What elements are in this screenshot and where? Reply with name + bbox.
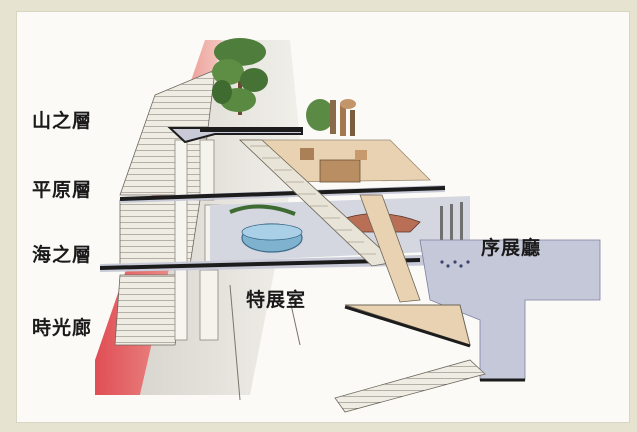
outline: [289, 299, 301, 346]
slab-edge: [119, 186, 446, 201]
label-mountain-floor: 山之層: [32, 110, 93, 132]
label-time-corridor: 時光廊: [32, 317, 93, 339]
plains-exhibit-displays: [300, 148, 367, 183]
label-special-exhibition: 特展室: [246, 289, 307, 311]
slab-edge: [344, 305, 471, 348]
prologue-hall-dots: [440, 260, 470, 268]
outline: [229, 284, 241, 401]
staircase-lower: [114, 274, 186, 346]
entrance-staircase: [334, 359, 486, 413]
label-sea-floor: 海之層: [32, 244, 93, 266]
label-prologue-hall: 序展廳: [481, 237, 542, 259]
rooftop-trees: [212, 38, 268, 115]
mountain-floor-plants: [306, 99, 356, 136]
label-plains-floor: 平原層: [32, 179, 93, 201]
column: [199, 139, 215, 201]
column: [174, 139, 188, 341]
connector-ramp: [359, 194, 421, 303]
escalator-steps: [250, 145, 376, 255]
column: [199, 269, 219, 341]
staircase-middle: [119, 199, 201, 266]
